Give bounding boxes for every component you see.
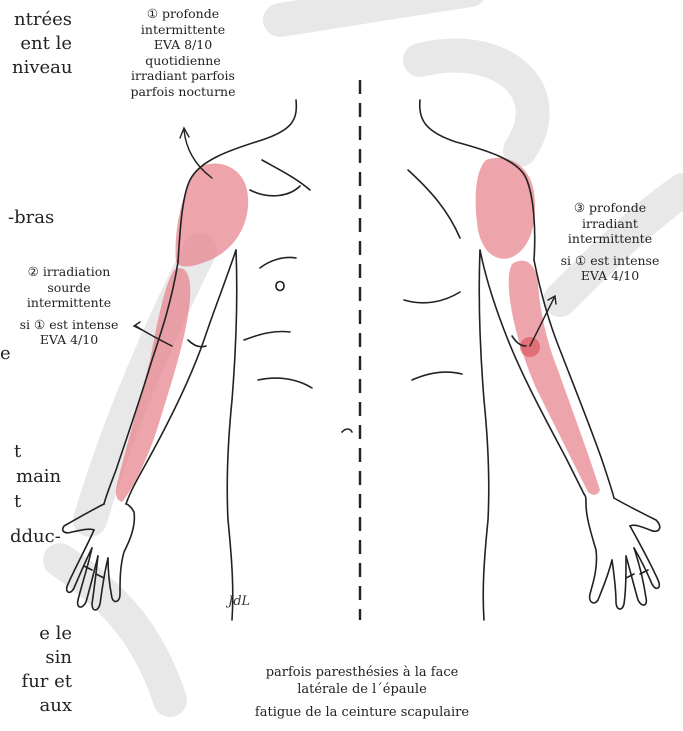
annotation-pain-3: ③ profonde irradiant intermittente si ① … [540,200,680,284]
pain-zones [116,158,600,502]
left-line: niveau [12,56,72,80]
left-line: dduc- [10,525,61,549]
left-line: fur et [8,670,72,694]
annotation-line: si ① est intense [2,317,136,333]
annotation-line: intermittente [2,295,136,311]
annotation-line: ③ profonde [540,200,680,216]
pain-zone-1-left-shoulder [176,163,249,266]
annotation-line: EVA 8/10 [108,37,258,53]
annotation-line: ② irradiation [2,264,136,280]
pain-hotspot [520,337,540,357]
left-line: main [16,465,61,489]
left-line: ent le [12,32,72,56]
annotation-line: EVA 4/10 [2,332,136,348]
annotation-line: intermittente [108,22,258,38]
footer-line: latérale de l´épaule [222,681,502,698]
left-line: e le [8,622,72,646]
annotation-line: irradiant parfois [108,68,258,84]
annotation-line: irradiant [540,216,680,232]
footer-line: parfois paresthésies à la face [222,664,502,681]
left-line: aux [8,694,72,718]
footer-line: fatigue de la ceinture scapulaire [222,704,502,721]
annotation-line: intermittente [540,231,680,247]
left-line: ntrées [12,8,72,32]
annotation-line: parfois nocturne [108,84,258,100]
annotation-pain-1: ① profonde intermittente EVA 8/10 quotid… [108,6,258,99]
body-outline [63,100,660,620]
annotation-line: si ① est intense [540,253,680,269]
footer-note: parfois paresthésies à la face latérale … [222,664,502,721]
artist-signature: JdL [228,594,250,609]
left-text-fragment: ntrées ent le niveau [12,8,72,80]
annotation-line: quotidienne [108,53,258,69]
annotation-pain-2: ② irradiation sourde intermittente si ① … [2,264,136,348]
pain-zone-3-right-shoulder [476,158,535,259]
left-line: t [14,490,21,514]
left-line: t [14,440,21,464]
annotation-line: EVA 4/10 [540,268,680,284]
annotation-line: sourde [2,280,136,296]
annotation-line: ① profonde [108,6,258,22]
left-text-fragment-bottom: e le sin fur et aux [8,622,72,718]
left-line: sin [8,646,72,670]
left-line: -bras [8,206,54,230]
